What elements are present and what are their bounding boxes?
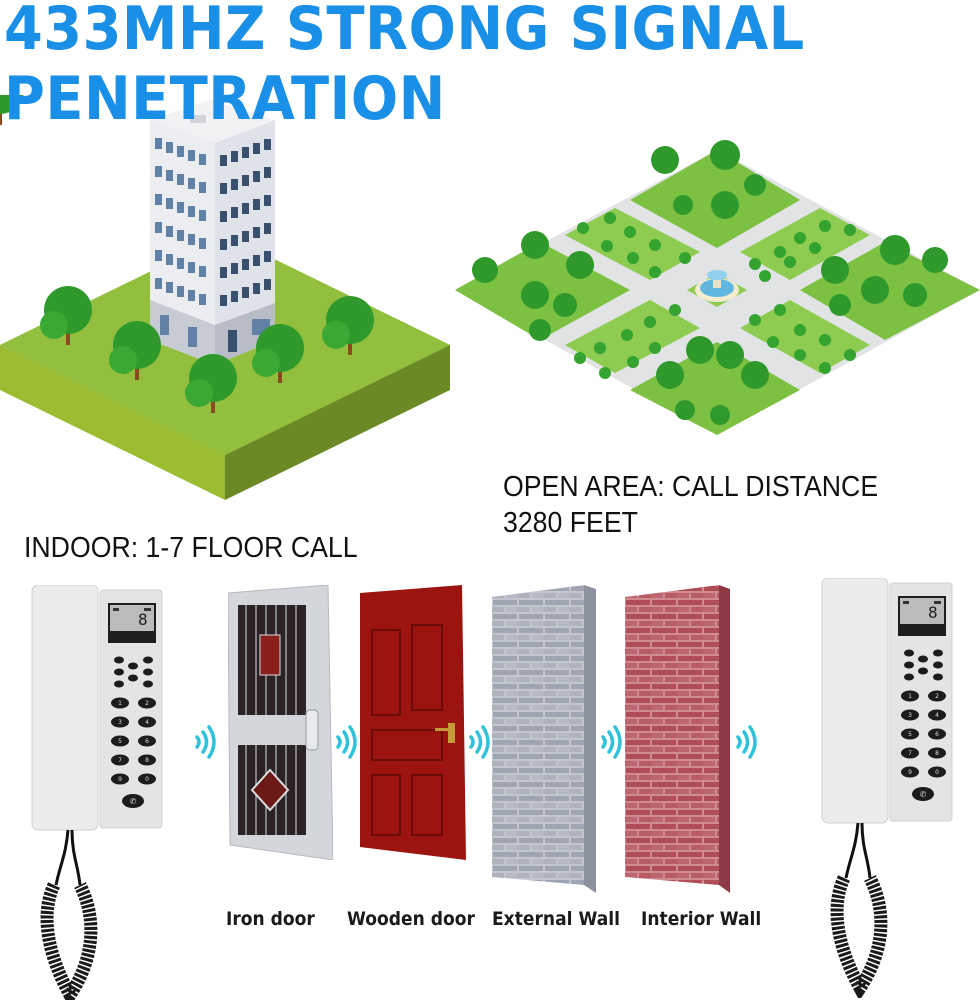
- headline-line-2: PENETRATION: [4, 64, 446, 134]
- wireless-wave-icon: [195, 725, 216, 759]
- intercom-phone-left: 8 1 2 3 4 5 6 7 8 9 0 ✆: [31, 585, 163, 1000]
- svg-text:0: 0: [145, 776, 149, 783]
- intercom-phone-right: [820, 578, 955, 998]
- svg-text:3: 3: [118, 719, 122, 726]
- wireless-wave-icon: [469, 725, 490, 759]
- svg-text:8: 8: [145, 757, 149, 764]
- headline-line-1: 433MHZ STRONG SIGNAL: [4, 0, 805, 64]
- svg-text:1: 1: [118, 700, 122, 707]
- building-illustration: [0, 95, 450, 500]
- label-interior-wall: Interior Wall: [641, 908, 762, 930]
- label-external-wall: External Wall: [492, 908, 620, 930]
- svg-text:4: 4: [145, 719, 149, 726]
- open-area-caption-line-2: 3280 FEET: [503, 507, 638, 539]
- external-wall-illustration: [492, 585, 596, 893]
- wooden-door-illustration: [360, 585, 466, 860]
- label-iron-door: Iron door: [226, 908, 315, 930]
- svg-text:7: 7: [118, 757, 122, 764]
- wireless-wave-icon: [736, 725, 757, 759]
- svg-text:9: 9: [118, 776, 122, 783]
- open-area-caption: OPEN AREA: CALL DISTANCE 3280 FEET: [503, 469, 878, 541]
- wireless-wave-icon: [336, 725, 357, 759]
- label-wooden-door: Wooden door: [347, 908, 475, 930]
- iron-door-illustration: [228, 585, 333, 860]
- svg-text:8: 8: [138, 610, 148, 629]
- headline: 433MHZ STRONG SIGNAL PENETRATION: [4, 0, 805, 134]
- park-illustration: [455, 140, 980, 435]
- interior-wall-illustration: [625, 585, 730, 893]
- svg-text:6: 6: [145, 738, 149, 745]
- open-area-caption-line-1: OPEN AREA: CALL DISTANCE: [503, 471, 879, 503]
- svg-text:✆: ✆: [130, 797, 137, 806]
- wireless-wave-icon: [601, 725, 622, 759]
- indoor-caption: INDOOR: 1-7 FLOOR CALL: [24, 532, 358, 564]
- svg-text:2: 2: [145, 700, 149, 707]
- svg-text:5: 5: [118, 738, 122, 745]
